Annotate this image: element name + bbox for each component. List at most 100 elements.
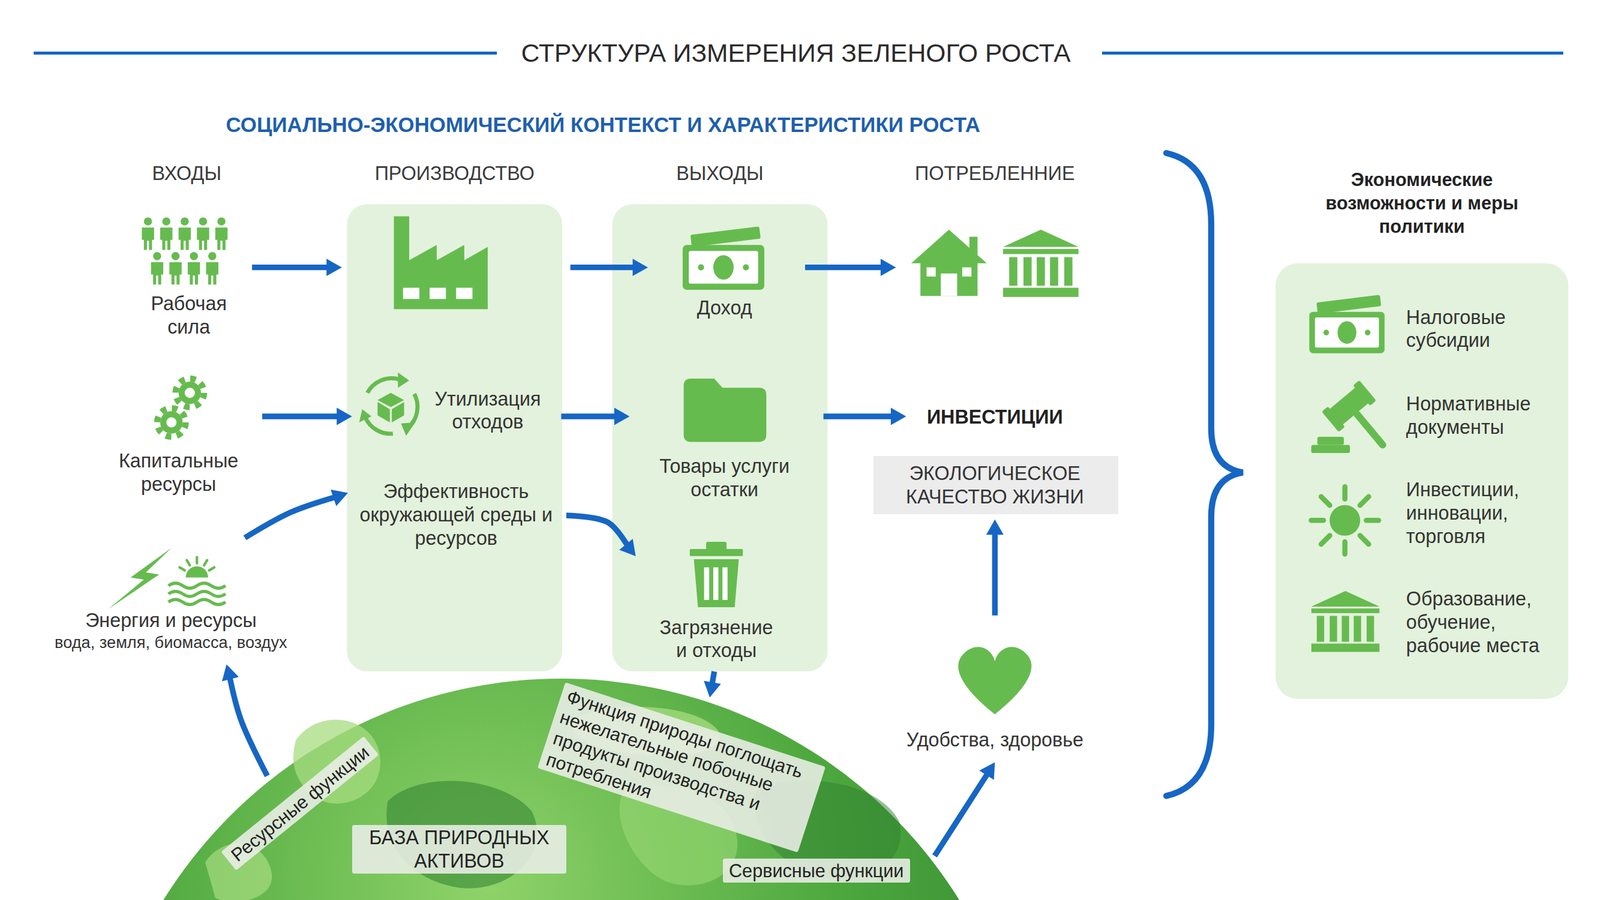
- factory-icon: [394, 216, 488, 310]
- gavel-icon: [1352, 380, 1377, 407]
- arrow-line: [251, 264, 332, 270]
- trash-icon: [713, 567, 719, 600]
- energy-icon: [107, 547, 171, 609]
- node-text: Капитальные ресурсы: [103, 449, 253, 497]
- workforce-icon: [141, 217, 228, 285]
- output-item: Товары услуги остатки: [634, 372, 819, 506]
- diagram-title: СТРУКТУРА ИЗМЕРЕНИЯ ЗЕЛЕНОГО РОСТА: [508, 37, 1083, 69]
- folder-icon: [683, 378, 767, 442]
- energy-icon: [179, 557, 215, 571]
- arrow-head: [221, 664, 239, 681]
- consumption-group: ПОТРЕБЛЕННИЕ: [901, 222, 1089, 303]
- arrow-line: [992, 530, 998, 616]
- factory-icon: [403, 287, 420, 300]
- house-icon: [940, 273, 957, 296]
- flow-arrow: [221, 664, 267, 776]
- arrow-line: [805, 264, 886, 270]
- arrow-line: [934, 771, 990, 857]
- input-item: Энергия и ресурсывода, земля, биомасса, …: [30, 542, 316, 660]
- panel-heading: ПОТРЕБЛЕННИЕ: [882, 161, 1107, 186]
- flow-arrow: [251, 258, 342, 276]
- energy-icon: [209, 567, 215, 571]
- factory-icon: [394, 216, 488, 310]
- energy-icon: [185, 566, 209, 578]
- arrow-head: [614, 407, 630, 426]
- gavel-icon: [1311, 444, 1351, 453]
- policy-item: Налоговые субсидии: [1294, 288, 1564, 360]
- energy-icon: [186, 560, 190, 566]
- node-text: ИНВЕСТИЦИИ: [913, 405, 1077, 429]
- workforce-icon: [215, 217, 228, 250]
- arrow-head: [890, 407, 907, 426]
- output-item: Доход: [653, 219, 801, 328]
- energy-icon: [168, 599, 226, 605]
- output-item: Загрязнение и отходы: [640, 535, 810, 667]
- subtitle: СОЦИАЛЬНО-ЭКОНОМИЧЕСКИЙ КОНТЕКСТ И ХАРАК…: [123, 112, 1083, 138]
- panel-heading: ПРОИЗВОДСТВО: [321, 161, 588, 186]
- panel-ground: [1275, 263, 1569, 699]
- sun-icon: [1311, 486, 1379, 554]
- recycle-icon: [400, 422, 416, 436]
- recycle-icon: [391, 401, 404, 423]
- gears-icon: [160, 410, 183, 434]
- education-icon: [1311, 590, 1380, 653]
- panel-ground: [612, 203, 828, 672]
- edge-label: Сервисные функции: [722, 858, 911, 883]
- workforce-icon: [141, 217, 154, 250]
- node-text: Энергия и ресурсы: [38, 608, 304, 633]
- house-icon: [911, 229, 987, 297]
- amenity-item: Удобства, здоровье: [887, 620, 1103, 758]
- sun-icon: [1321, 496, 1330, 506]
- folder-icon: [683, 378, 767, 442]
- subsidy-icon: [1309, 294, 1385, 353]
- recycle-icon: [359, 372, 418, 436]
- trash-icon: [694, 559, 740, 608]
- recycle-icon: [359, 409, 372, 423]
- node-text: вода, земля, биомасса, воздух: [30, 632, 312, 653]
- node-text: Доход: [653, 296, 797, 320]
- policy-panel: Экономические возможности и меры политик…: [1275, 263, 1569, 699]
- house-icon: [926, 267, 936, 277]
- flow-arrow: [244, 489, 348, 538]
- arrow-head: [986, 519, 1004, 536]
- workforce-icon: [196, 217, 209, 250]
- trash-icon: [689, 548, 743, 557]
- gears-icon: [166, 417, 177, 428]
- input-item: Капитальные ресурсы: [101, 372, 258, 504]
- recycle-icon: [365, 417, 393, 434]
- subsidy-icon: [1309, 294, 1385, 353]
- workforce-icon: [169, 251, 182, 285]
- policy-item: Нормативные документы: [1294, 379, 1564, 462]
- arrow-head: [979, 762, 995, 780]
- sun-icon: [1321, 535, 1330, 545]
- flow-arrow: [805, 258, 896, 276]
- flow-arrow: [934, 762, 995, 857]
- factory-icon: [429, 287, 446, 300]
- trash-icon: [704, 567, 710, 600]
- gears-icon: [175, 378, 205, 408]
- flow-arrow: [262, 407, 353, 426]
- gavel-icon: [1311, 380, 1383, 453]
- flow-arrow: [560, 407, 630, 426]
- sun-icon: [1329, 505, 1361, 536]
- sun-icon: [1360, 535, 1369, 545]
- bank-icon: [1003, 229, 1079, 297]
- quality-box: ЭКОЛОГИЧЕСКОЕ КАЧЕСТВО ЖИЗНИ: [873, 455, 1119, 515]
- arrow-line: [823, 413, 896, 419]
- output-panel: ВЫХОДЫДоходТовары услуги остаткиЗагрязне…: [612, 203, 828, 672]
- gavel-icon: [1357, 413, 1383, 445]
- recycle-icon: [377, 401, 390, 423]
- flow-arrow: [566, 515, 636, 557]
- arrow-head: [619, 538, 636, 557]
- energy-icon: [203, 560, 207, 566]
- workforce-icon: [206, 251, 219, 285]
- heart-icon: [958, 646, 1032, 714]
- heart-icon: [958, 646, 1032, 714]
- energy-icon: [168, 583, 226, 589]
- workforce-icon: [187, 251, 200, 285]
- recycle-icon: [367, 377, 400, 393]
- policy-item: Образование, обучение, рабочие места: [1294, 579, 1564, 674]
- sun-icon: [1342, 486, 1349, 499]
- energy-icon: [107, 547, 226, 609]
